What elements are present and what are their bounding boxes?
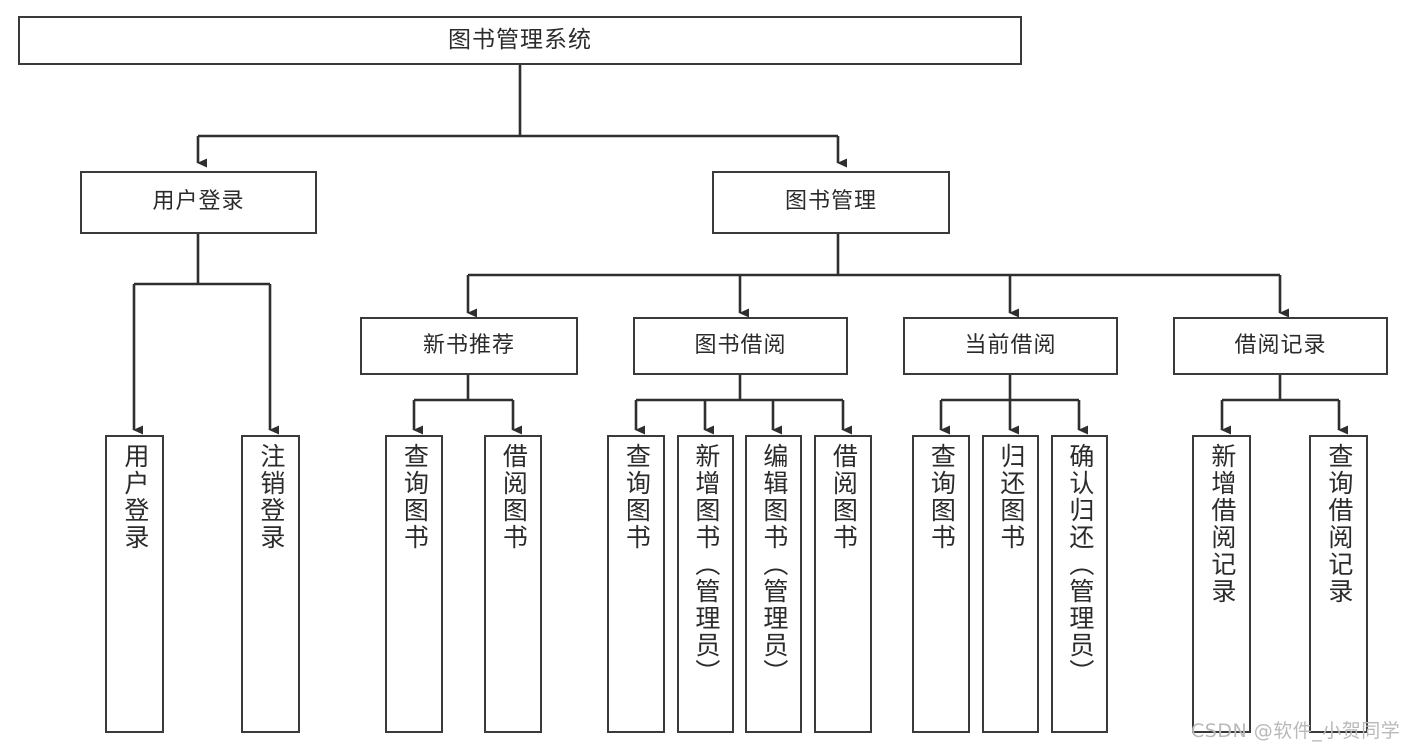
node-root-label: 图书管理系统 <box>448 26 592 53</box>
node-book-manage-label: 图书管理 <box>784 189 877 215</box>
leaf-user-login-label: 用户登录 <box>120 443 150 551</box>
node-user-login-label: 用户登录 <box>152 189 245 215</box>
leaf-borrow-book-1-label: 借阅图书 <box>499 443 529 551</box>
node-new-book-recommend[interactable]: 新书推荐 <box>360 317 578 375</box>
node-borrow-record[interactable]: 借阅记录 <box>1173 317 1388 375</box>
leaf-user-login[interactable]: 用户登录 <box>105 435 164 733</box>
leaf-return-book-label: 归还图书 <box>996 443 1026 551</box>
leaf-user-logout-label: 注销登录 <box>256 443 286 551</box>
leaf-query-book-1[interactable]: 查询图书 <box>385 435 443 733</box>
node-book-borrow-label: 图书借阅 <box>694 332 787 358</box>
leaf-add-record[interactable]: 新增借阅记录 <box>1192 435 1251 733</box>
leaf-query-book-3-label: 查询图书 <box>927 443 957 551</box>
leaf-edit-book[interactable]: 编辑图书（管理员） <box>745 435 802 733</box>
node-current-borrow-label: 当前借阅 <box>964 332 1057 358</box>
leaf-return-book[interactable]: 归还图书 <box>982 435 1039 733</box>
leaf-confirm-return-label: 确认归还（管理员） <box>1065 443 1095 686</box>
leaf-query-record[interactable]: 查询借阅记录 <box>1309 435 1368 733</box>
leaf-edit-book-label: 编辑图书（管理员） <box>759 443 789 686</box>
leaf-query-book-2-label: 查询图书 <box>622 443 652 551</box>
leaf-add-book-label: 新增图书（管理员） <box>691 443 721 686</box>
node-root[interactable]: 图书管理系统 <box>18 16 1022 65</box>
leaf-borrow-book-2-label: 借阅图书 <box>829 443 859 551</box>
node-new-book-recommend-label: 新书推荐 <box>422 332 515 358</box>
node-book-borrow[interactable]: 图书借阅 <box>633 317 848 375</box>
node-borrow-record-label: 借阅记录 <box>1234 332 1327 358</box>
leaf-query-book-3[interactable]: 查询图书 <box>912 435 970 733</box>
leaf-borrow-book-1[interactable]: 借阅图书 <box>484 435 542 733</box>
node-book-manage[interactable]: 图书管理 <box>712 171 950 234</box>
leaf-add-book[interactable]: 新增图书（管理员） <box>677 435 734 733</box>
leaf-query-record-label: 查询借阅记录 <box>1324 443 1354 605</box>
leaf-add-record-label: 新增借阅记录 <box>1207 443 1237 605</box>
csdn-watermark: CSDN @软件_小贺同学 <box>1191 720 1401 742</box>
leaf-borrow-book-2[interactable]: 借阅图书 <box>814 435 872 733</box>
node-user-login[interactable]: 用户登录 <box>80 171 317 234</box>
node-current-borrow[interactable]: 当前借阅 <box>903 317 1118 375</box>
leaf-confirm-return[interactable]: 确认归还（管理员） <box>1051 435 1108 733</box>
leaf-query-book-2[interactable]: 查询图书 <box>607 435 665 733</box>
leaf-query-book-1-label: 查询图书 <box>400 443 430 551</box>
leaf-user-logout[interactable]: 注销登录 <box>241 435 300 733</box>
